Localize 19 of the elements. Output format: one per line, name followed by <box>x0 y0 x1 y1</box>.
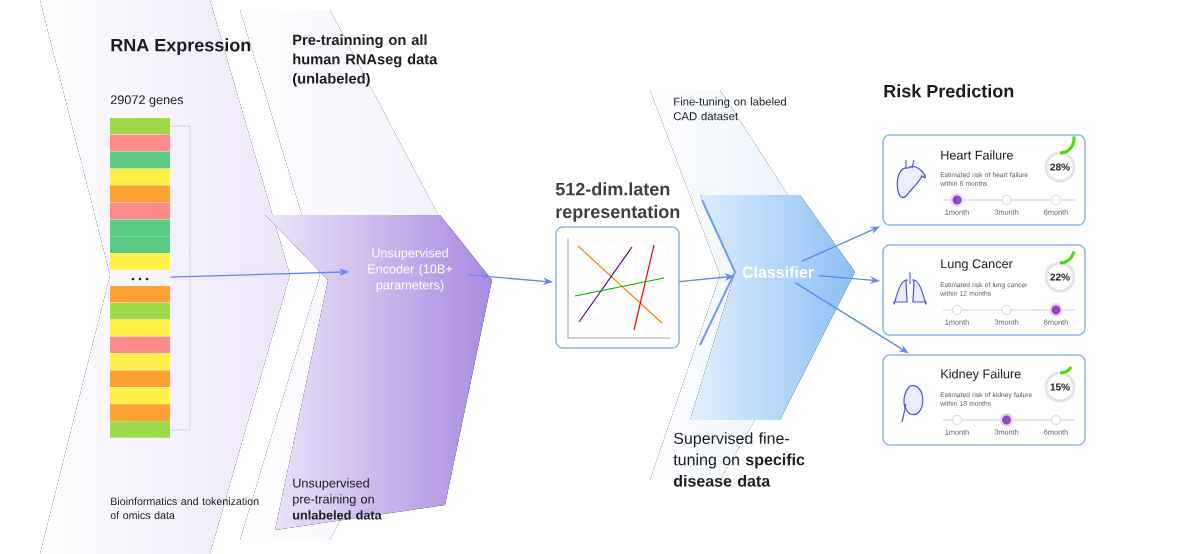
risk-card <box>882 244 1086 336</box>
classifier-stage: Classifier <box>690 195 855 420</box>
card-title: Kidney Failure <box>941 369 1021 381</box>
gene-bar-stack <box>110 118 170 438</box>
risk-card <box>882 354 1086 446</box>
section-heading: 512-dim.laten representation <box>555 182 680 222</box>
stage-note: Unsupervised pre-training on unlabeled data <box>293 478 382 520</box>
stage-note: Fine-tuning on labeled CAD dataset <box>673 97 786 121</box>
section-heading: RNA Expression <box>111 38 251 56</box>
gene-count: 29072 genes <box>110 95 184 107</box>
risk-ring: 15% <box>1044 366 1076 403</box>
latent-chart-drawing <box>555 226 680 349</box>
risk-card <box>882 134 1086 226</box>
risk-ring: 22% <box>1044 251 1076 293</box>
section-heading: Risk Prediction <box>884 84 1014 98</box>
card-title: Lung Cancer <box>941 259 1013 271</box>
risk-ring: 28% <box>1044 136 1076 183</box>
card-title: Heart Failure <box>941 150 1013 160</box>
stage-note: Pre-trainning on all human RNAseg data (unlabeled) <box>293 34 438 87</box>
